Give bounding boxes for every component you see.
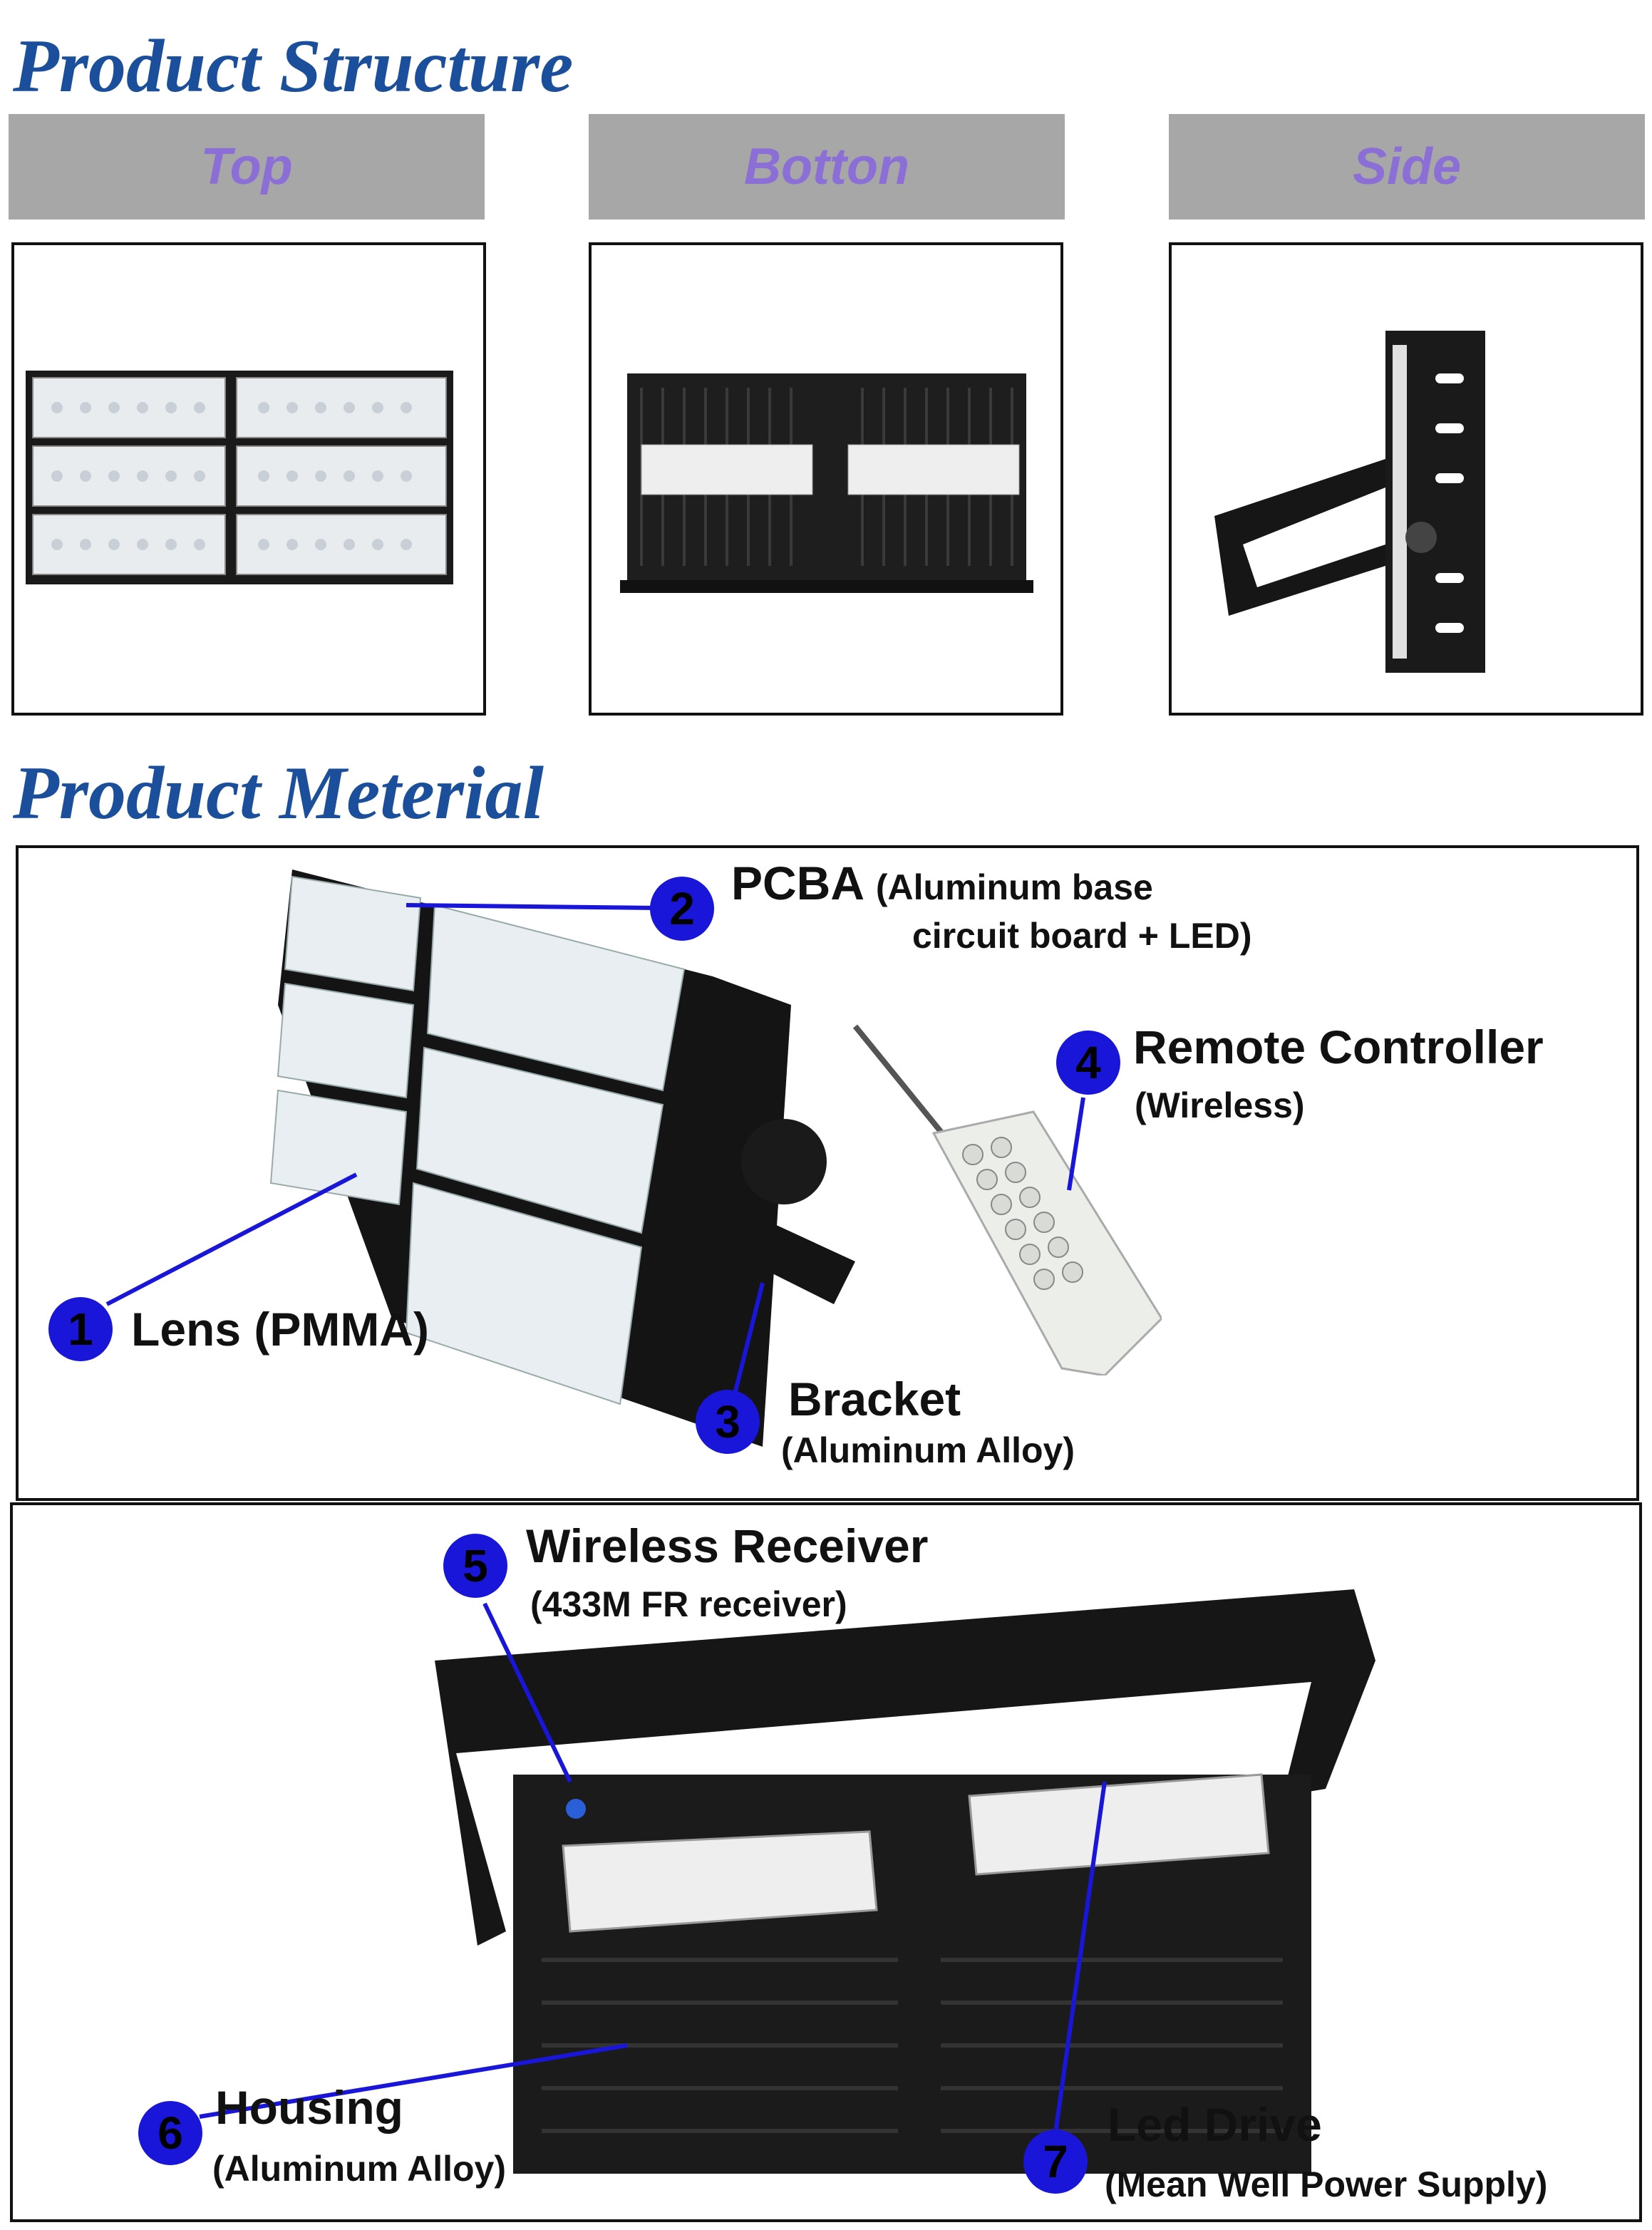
part-name-2-text: PCBA: [731, 857, 863, 909]
tab-side: Side: [1169, 114, 1645, 220]
part-detail-3: (Aluminum Alloy): [781, 1430, 1075, 1470]
part-name-4: Remote Controller: [1133, 1021, 1544, 1073]
part-name-1: Lens (PMMA): [131, 1303, 429, 1356]
part-badge-2: 2: [650, 877, 714, 941]
part-detail-5: (433M FR receiver): [530, 1584, 847, 1624]
part-detail-7: (Mean Well Power Supply): [1105, 2164, 1548, 2204]
part-badge-7: 7: [1023, 2130, 1088, 2194]
part-badge-6: 6: [138, 2101, 202, 2165]
tab-bottom-label: Botton: [744, 138, 909, 195]
floodlight-front-image: [269, 869, 855, 1447]
bottom-view-image: [620, 373, 1033, 593]
part-name-3: Bracket: [788, 1373, 961, 1425]
part-name-2: PCBA (Aluminum base: [731, 860, 1153, 907]
top-view-image: [26, 371, 453, 584]
part-name-7: Led Drive: [1108, 2098, 1322, 2151]
part-detail-2b: circuit board + LED): [912, 916, 1252, 956]
part-badge-1: 1: [48, 1297, 113, 1361]
tab-bottom: Botton: [589, 114, 1065, 220]
product-material-title: Product Meterial: [13, 751, 544, 835]
part-badge-3: 3: [696, 1390, 760, 1454]
product-structure-title: Product Structure: [13, 24, 574, 108]
part-name-5: Wireless Receiver: [526, 1519, 929, 1572]
tab-top-label: Top: [200, 138, 293, 195]
part-badge-5: 5: [443, 1534, 507, 1598]
tab-side-label: Side: [1352, 138, 1462, 195]
part-name-6: Housing: [215, 2081, 403, 2134]
part-detail-6: (Aluminum Alloy): [212, 2149, 507, 2189]
part-badge-4: 4: [1056, 1031, 1120, 1095]
floodlight-back-image: [435, 1589, 1375, 2174]
side-view-image: [1214, 331, 1485, 673]
side-view-frame: [1169, 242, 1643, 716]
bottom-view-frame: [589, 242, 1063, 716]
remote-controller-image: [852, 1024, 1162, 1375]
part-detail-4: (Wireless): [1135, 1085, 1305, 1125]
tab-top: Top: [9, 114, 485, 220]
part-detail-2: (Aluminum base: [875, 867, 1153, 907]
top-view-frame: [11, 242, 486, 716]
